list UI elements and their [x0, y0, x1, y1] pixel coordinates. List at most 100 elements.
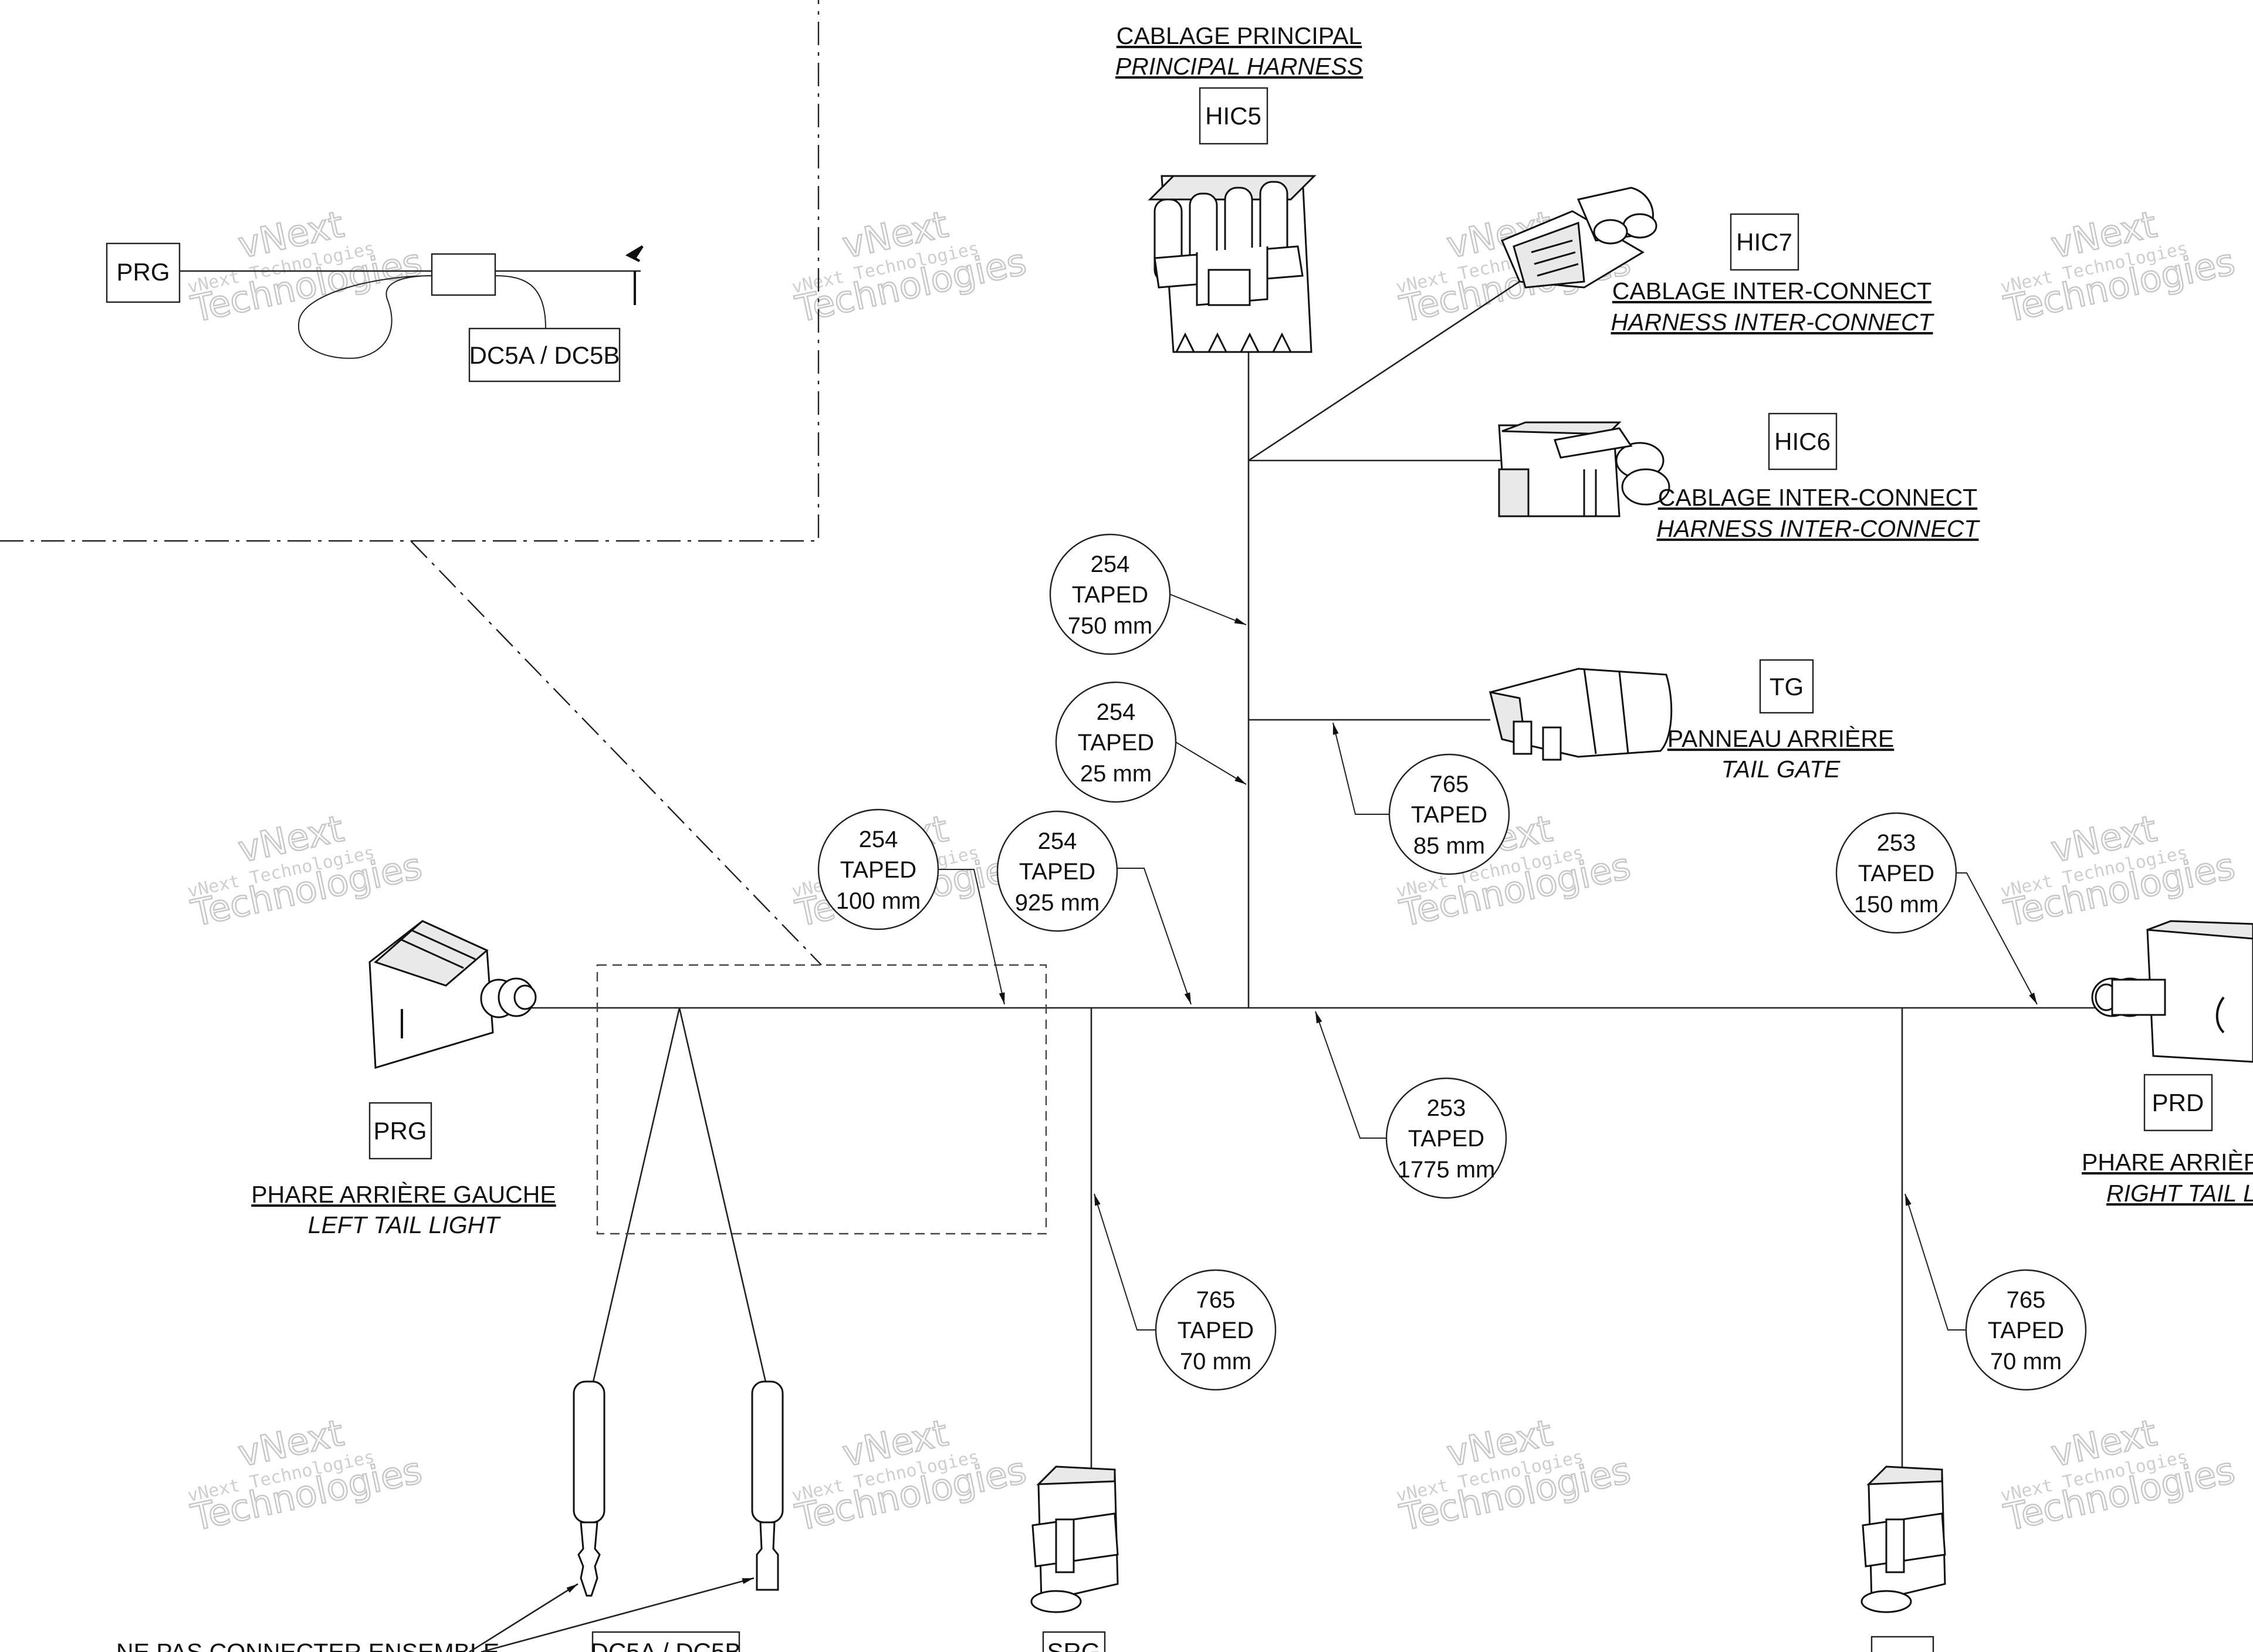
svg-text:85 mm: 85 mm — [1413, 833, 1485, 859]
detail-leader — [410, 540, 822, 966]
svg-text:TAPED: TAPED — [1178, 1318, 1254, 1343]
svg-text:765: 765 — [1430, 771, 1469, 797]
detail-dc5-box — [468, 327, 621, 382]
length-callout-925: 254 TAPED 925 mm — [996, 810, 1192, 1005]
svg-text:150 mm: 150 mm — [1854, 892, 1939, 918]
prg-code: PRG — [373, 1117, 427, 1145]
prd-code: PRD — [2152, 1089, 2204, 1116]
svg-text:100 mm: 100 mm — [836, 888, 921, 914]
svg-text:750 mm: 750 mm — [1068, 613, 1153, 639]
svg-text:70 mm: 70 mm — [1990, 1349, 2062, 1375]
svg-text:TAPED: TAPED — [1411, 802, 1487, 828]
srd-code-box — [1870, 1636, 1934, 1652]
hic5-connector-icon — [1148, 175, 1317, 353]
detail-prg-box — [106, 242, 181, 303]
srd-connector-icon — [1860, 1465, 1946, 1613]
hic5-code-box — [1199, 87, 1268, 145]
svg-text:TAPED: TAPED — [1858, 861, 1934, 886]
hic5-title-en: PRINCIPAL HARNESS — [1115, 53, 1363, 80]
detail-dc5-label: DC5A / DC5B — [469, 341, 620, 369]
watermark: vNext vNext Technologies Technologies — [185, 202, 426, 331]
svg-text:254: 254 — [859, 827, 898, 852]
svg-text:253: 253 — [1427, 1095, 1466, 1121]
dc5b-terminal-icon — [751, 1380, 784, 1591]
srg-connector-icon — [1030, 1465, 1119, 1613]
length-callout-25: 254 TAPED 25 mm — [1055, 681, 1247, 803]
prd-code-box — [2143, 1074, 2213, 1132]
prg-title-en: LEFT TAIL LIGHT — [308, 1211, 502, 1238]
length-callout-150: 253 TAPED 150 mm — [1835, 812, 2038, 1005]
hic7-branch-wire — [1248, 280, 1520, 462]
hic7-title-fr: CABLAGE INTER-CONNECT — [1612, 277, 1931, 304]
svg-text:TAPED: TAPED — [1019, 859, 1095, 885]
dc5a-terminal-icon — [573, 1380, 605, 1597]
prg-code-box — [368, 1102, 432, 1160]
svg-text:TAPED: TAPED — [1988, 1318, 2064, 1343]
hic7-title-en: HARNESS INTER-CONNECT — [1611, 309, 1935, 336]
hic5-title-fr: CABLAGE PRINCIPAL — [1117, 22, 1362, 49]
dc5b-branch-wire — [678, 1007, 767, 1385]
hic6-code: HIC6 — [1774, 428, 1831, 455]
svg-text:253: 253 — [1877, 830, 1916, 856]
length-callout-85: 765 TAPED 85 mm — [1332, 722, 1510, 875]
bottom-dc5-code: DC5A / DC5B — [591, 1638, 742, 1652]
harness-wires — [531, 280, 2100, 1478]
svg-text:TAPED: TAPED — [840, 857, 916, 883]
svg-text:925 mm: 925 mm — [1015, 890, 1100, 916]
detail-splice-sleeve — [431, 253, 496, 296]
note-leader-b — [481, 1577, 755, 1652]
prg-title-fr: PHARE ARRIÈRE GAUCHE — [251, 1181, 556, 1208]
svg-text:254: 254 — [1038, 828, 1077, 854]
length-callout-1775: 253 TAPED 1775 mm — [1315, 1011, 1507, 1199]
dc5a-branch-wire — [591, 1007, 681, 1385]
watermark: vNext vNext Technologies Technologies — [1998, 806, 2239, 936]
svg-text:TAPED: TAPED — [1072, 582, 1148, 608]
hic6-connector-icon — [1498, 421, 1670, 517]
srg-code-box — [1042, 1631, 1106, 1652]
srg-code: SRG — [1047, 1638, 1100, 1652]
tg-code-box — [1759, 659, 1814, 714]
do-not-connect-note: NE PAS CONNECTER ENSEMBLE — [116, 1639, 499, 1652]
svg-text:25 mm: 25 mm — [1080, 761, 1152, 787]
svg-text:TAPED: TAPED — [1078, 730, 1154, 756]
watermark: vNext vNext Technologies Technologies — [1394, 1410, 1635, 1540]
length-callout-70-right: 765 TAPED 70 mm — [1904, 1193, 2087, 1391]
hic6-code-box — [1768, 412, 1838, 470]
hic7-connector-icon — [1501, 187, 1657, 289]
length-callout-100: 254 TAPED 100 mm — [817, 808, 1005, 1005]
svg-text:70 mm: 70 mm — [1180, 1349, 1251, 1375]
watermark: vNext vNext Technologies Technologies — [1998, 1410, 2239, 1540]
tg-connector-icon — [1489, 668, 1673, 761]
watermark: vNext vNext Technologies Technologies — [790, 1410, 1030, 1540]
prd-title-fr: PHARE ARRIÈRE D — [2082, 1149, 2253, 1176]
detail-area-box — [596, 964, 1047, 1235]
hic6-title-fr: CABLAGE INTER-CONNECT — [1658, 484, 1977, 511]
hic7-code-box — [1730, 213, 1799, 271]
detail-view: PRG DC5A / DC5B — [0, 0, 822, 966]
hic6-title-en: HARNESS INTER-CONNECT — [1657, 515, 1981, 542]
watermark: vNext vNext Technologies Technologies — [185, 806, 426, 936]
detail-wire-loop — [297, 275, 432, 359]
length-callout-750: 254 TAPED 750 mm — [1049, 533, 1247, 655]
tg-title-en: TAIL GATE — [1721, 756, 1841, 783]
svg-text:765: 765 — [2007, 1287, 2046, 1313]
detail-prg-label: PRG — [116, 258, 170, 286]
svg-text:254: 254 — [1091, 551, 1130, 577]
length-callout-70-left: 765 TAPED 70 mm — [1094, 1193, 1277, 1391]
svg-text:254: 254 — [1097, 699, 1136, 725]
svg-text:765: 765 — [1196, 1287, 1236, 1313]
prd-title-en: RIGHT TAIL LIGH — [2106, 1180, 2253, 1207]
watermark: vNext vNext Technologies Technologies — [185, 1410, 426, 1540]
prd-connector-icon — [2091, 920, 2253, 1063]
svg-text:1775 mm: 1775 mm — [1398, 1157, 1496, 1183]
note-leader-a — [469, 1583, 579, 1652]
hic5-code: HIC5 — [1205, 102, 1261, 130]
svg-text:TAPED: TAPED — [1408, 1126, 1484, 1152]
hic7-code: HIC7 — [1736, 228, 1792, 256]
tg-code: TG — [1770, 673, 1804, 700]
prg-connector-icon — [368, 920, 537, 1069]
tg-title-fr: PANNEAU ARRIÈRE — [1667, 725, 1895, 752]
detail-wire-branch — [495, 275, 546, 329]
bottom-dc5-box — [591, 1631, 740, 1652]
